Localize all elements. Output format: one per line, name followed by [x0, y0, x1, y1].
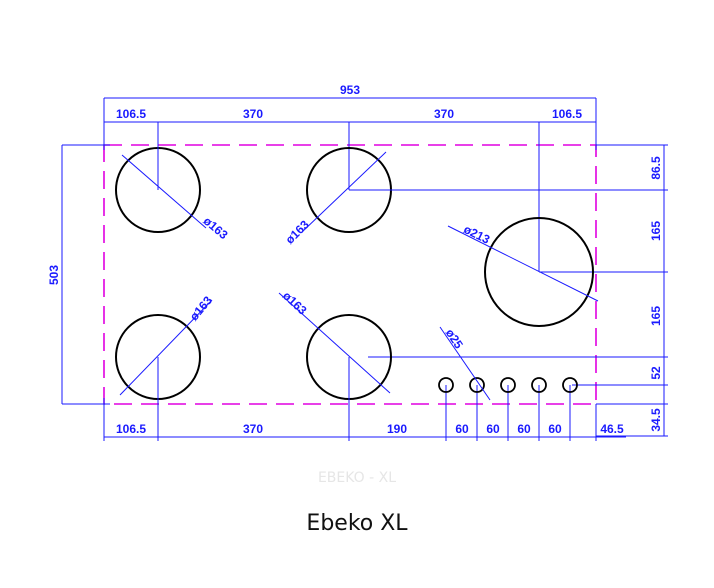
bottom-seg-5: 60: [486, 422, 500, 436]
burner-bottom-left: ø163: [115, 293, 216, 437]
top-seg-4: 106.5: [552, 107, 582, 121]
bottom-seg-2: 370: [243, 422, 263, 436]
knob-1: [438, 377, 454, 393]
right-dimensions: 86.5 165 165 52 34.5: [368, 144, 668, 437]
knob-3: [500, 377, 516, 393]
knob-5: [562, 377, 578, 393]
bottom-seg-4: 60: [455, 422, 469, 436]
top-seg-1: 106.5: [116, 107, 146, 121]
top-dimensions: 953 106.5 370 370 106.5: [103, 83, 597, 272]
bottom-seg-3: 190: [387, 422, 407, 436]
right-seg-3: 165: [649, 306, 663, 326]
bottom-seg-1: 106.5: [116, 422, 146, 436]
right-seg-4: 52: [649, 366, 663, 380]
bottom-dimensions: 106.5 370 190 60 60 60 60 46.5: [103, 357, 626, 441]
left-dimension: 503: [47, 144, 110, 405]
watermark-text: EBEKO - XL: [318, 470, 396, 486]
overall-width-label: 953: [340, 83, 360, 97]
knob-4: [531, 377, 547, 393]
cutout-outline: [103, 144, 597, 405]
height-label: 503: [47, 265, 61, 285]
burner-bottom-middle: ø163: [278, 289, 392, 437]
right-seg-2: 165: [649, 221, 663, 241]
burner-right-large-label: ø213: [461, 222, 492, 247]
bottom-seg-6: 60: [517, 422, 531, 436]
burner-top-left-label: ø163: [201, 214, 231, 243]
product-title: Ebeko XL: [306, 511, 408, 536]
knob-diameter-label: ø25: [443, 326, 466, 351]
burner-top-left: ø163: [115, 122, 231, 243]
top-seg-3: 370: [434, 107, 454, 121]
bottom-seg-8: 46.5: [600, 422, 624, 436]
right-seg-1: 86.5: [649, 156, 663, 180]
right-seg-5: 34.5: [649, 408, 663, 432]
knob-2: [469, 377, 485, 393]
top-seg-2: 370: [243, 107, 263, 121]
bottom-seg-7: 60: [548, 422, 562, 436]
burner-top-middle-label: ø163: [283, 217, 312, 246]
burner-bottom-middle-label: ø163: [280, 289, 310, 318]
burner-bottom-left-label: ø163: [187, 293, 216, 323]
